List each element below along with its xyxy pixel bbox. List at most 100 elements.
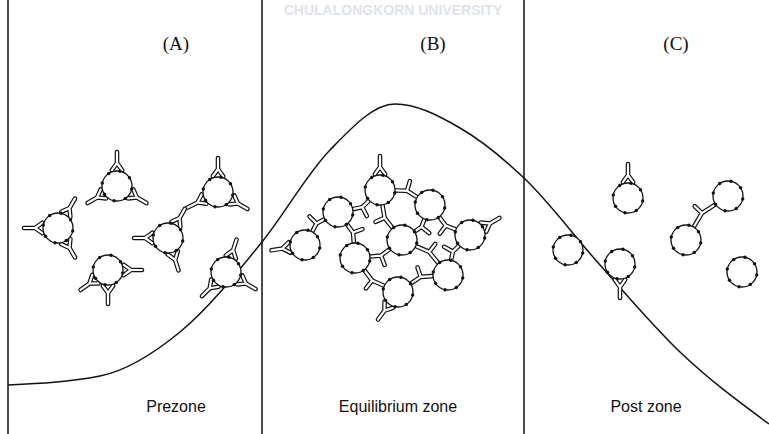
antigen-group bbox=[42, 170, 759, 309]
antibody-outline bbox=[134, 233, 152, 243]
epitope-dot bbox=[175, 249, 178, 252]
antibody-symbol bbox=[417, 244, 438, 263]
antibody-symbol bbox=[309, 216, 323, 230]
antibody-outline bbox=[615, 280, 625, 298]
epitope-dot bbox=[112, 199, 115, 202]
antibody-outline bbox=[309, 216, 323, 230]
antigen-symbol bbox=[322, 196, 355, 229]
panel-letter: (C) bbox=[663, 34, 688, 55]
epitope-dot bbox=[420, 191, 423, 194]
epitope-dot bbox=[627, 275, 630, 278]
antigen-circle bbox=[340, 243, 370, 273]
antigen-circle bbox=[43, 213, 73, 243]
antigen-symbol bbox=[152, 222, 185, 255]
epitope-dot bbox=[579, 240, 582, 243]
epitope-dot bbox=[431, 189, 434, 192]
antigen-circle bbox=[153, 223, 183, 253]
epitope-dot bbox=[368, 259, 371, 262]
antibody-symbol bbox=[615, 280, 625, 298]
epitope-dot bbox=[128, 176, 131, 179]
antibody-symbol bbox=[134, 233, 152, 243]
antigen-circle bbox=[102, 171, 132, 201]
epitope-dot bbox=[115, 281, 118, 284]
zone-label: Prezone bbox=[146, 398, 206, 416]
antibody-fill bbox=[694, 205, 714, 226]
epitope-dot bbox=[381, 174, 384, 177]
epitope-dot bbox=[460, 221, 463, 224]
epitope-dot bbox=[631, 254, 634, 257]
epitope-dot bbox=[48, 214, 51, 217]
epitope-dot bbox=[130, 187, 133, 190]
precipitation-curve bbox=[8, 104, 769, 424]
antibody-outline bbox=[623, 164, 633, 182]
antigen-circle bbox=[415, 190, 445, 220]
epitope-dot bbox=[403, 224, 406, 227]
epitope-dot bbox=[635, 209, 638, 212]
epitope-dot bbox=[753, 262, 756, 265]
antibody-outline bbox=[168, 251, 179, 270]
antibody-outline bbox=[124, 265, 142, 275]
epitope-dot bbox=[623, 211, 626, 214]
antibody-fill bbox=[411, 267, 432, 283]
epitope-dot bbox=[333, 225, 336, 228]
epitope-dot bbox=[179, 228, 182, 231]
epitope-dot bbox=[204, 199, 207, 202]
epitope-dot bbox=[391, 180, 394, 183]
antigen-symbol bbox=[364, 174, 397, 207]
epitope-dot bbox=[414, 200, 417, 203]
epitope-dot bbox=[459, 265, 462, 268]
epitope-dot bbox=[71, 229, 74, 232]
epitope-dot bbox=[755, 273, 758, 276]
antigen-symbol bbox=[92, 254, 125, 287]
antibody-symbol bbox=[347, 225, 362, 242]
epitope-dot bbox=[676, 226, 679, 229]
antibody-fill bbox=[623, 164, 633, 182]
epitope-dot bbox=[163, 251, 166, 254]
epitope-dot bbox=[208, 178, 211, 181]
antigen-circle bbox=[727, 257, 757, 287]
antibody-fill bbox=[375, 206, 392, 228]
epitope-dot bbox=[728, 279, 731, 282]
antibody-outline bbox=[375, 156, 385, 174]
antigen-circle bbox=[671, 225, 701, 255]
watermark: CHULALONGKORN UNIVERSITY bbox=[284, 3, 503, 18]
epitope-dot bbox=[670, 235, 673, 238]
antibody-outline bbox=[271, 242, 290, 252]
epitope-dot bbox=[210, 267, 213, 270]
antibody-outline bbox=[103, 286, 113, 304]
antibody-fill bbox=[375, 156, 385, 174]
epitope-dot bbox=[370, 176, 373, 179]
epitope-dot bbox=[461, 276, 464, 279]
antibody-symbol bbox=[396, 181, 416, 196]
epitope-dot bbox=[356, 242, 359, 245]
antibody-outline bbox=[371, 250, 389, 265]
antibody-symbol bbox=[440, 218, 455, 234]
epitope-dot bbox=[318, 246, 321, 249]
antibody-outline bbox=[417, 244, 438, 263]
epitope-dot bbox=[672, 247, 675, 250]
antigen-symbol bbox=[432, 259, 465, 292]
epitope-dot bbox=[392, 226, 395, 229]
epitope-dot bbox=[723, 209, 726, 212]
epitope-dot bbox=[387, 201, 390, 204]
epitope-dot bbox=[575, 261, 578, 264]
epitope-dot bbox=[44, 235, 47, 238]
epitope-dot bbox=[349, 202, 352, 205]
epitope-dot bbox=[289, 240, 292, 243]
antibody-fill bbox=[24, 223, 42, 233]
antigen-symbol bbox=[670, 224, 703, 257]
antibody-fill bbox=[213, 158, 223, 176]
antigen-symbol bbox=[202, 176, 235, 209]
epitope-dot bbox=[749, 283, 752, 286]
epitope-dot bbox=[386, 235, 389, 238]
epitope-dot bbox=[558, 236, 561, 239]
epitope-dot bbox=[350, 271, 353, 274]
epitope-dot bbox=[366, 248, 369, 251]
epitope-dot bbox=[604, 259, 607, 262]
epitope-dot bbox=[212, 279, 215, 282]
antibody-symbol bbox=[103, 286, 113, 304]
antibody-symbol bbox=[444, 246, 458, 259]
epitope-dot bbox=[681, 253, 684, 256]
epitope-dot bbox=[718, 182, 721, 185]
